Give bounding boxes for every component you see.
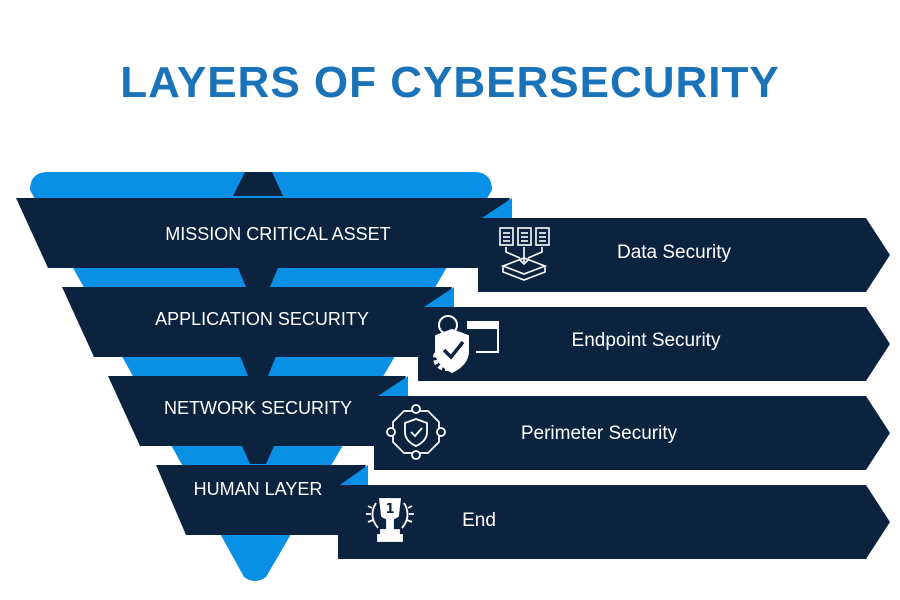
funnel-connector-3 xyxy=(242,446,274,464)
layer-label-4: HUMAN LAYER xyxy=(194,479,323,499)
funnel-connector-1 xyxy=(238,268,278,287)
layer-arrow-4 xyxy=(338,485,890,559)
layer-label-2: APPLICATION SECURITY xyxy=(155,309,369,329)
funnel-stem xyxy=(233,172,283,196)
documents-icon xyxy=(499,227,550,281)
band-fold-2 xyxy=(424,287,454,307)
svg-text:1: 1 xyxy=(385,502,394,517)
layer-band-2 xyxy=(62,287,452,357)
layer-arrow-2 xyxy=(418,307,890,381)
endpoint-shield-icon xyxy=(433,315,499,374)
funnel-connector-2 xyxy=(240,356,276,376)
arrow-label-2: Endpoint Security xyxy=(572,330,721,351)
layer-band-4 xyxy=(156,465,366,535)
layer-band-1 xyxy=(16,198,510,268)
layer-arrow-3 xyxy=(374,396,890,470)
layer-label-3: NETWORK SECURITY xyxy=(164,398,352,418)
band-fold-3 xyxy=(378,376,408,396)
arrow-label-4: End xyxy=(462,510,496,531)
page-title: LAYERS OF CYBERSECURITY xyxy=(120,58,780,107)
trophy-icon: 1 xyxy=(366,498,414,542)
layer-label-1: MISSION CRITICAL ASSET xyxy=(165,224,390,244)
band-fold-1 xyxy=(482,198,512,218)
band-fold-4 xyxy=(340,465,368,485)
arrow-label-3: Perimeter Security xyxy=(521,423,678,444)
perimeter-shield-icon xyxy=(386,404,446,460)
arrow-label-1: Data Security xyxy=(617,242,732,263)
layer-band-3 xyxy=(108,376,406,446)
layer-arrow-1 xyxy=(478,218,890,292)
